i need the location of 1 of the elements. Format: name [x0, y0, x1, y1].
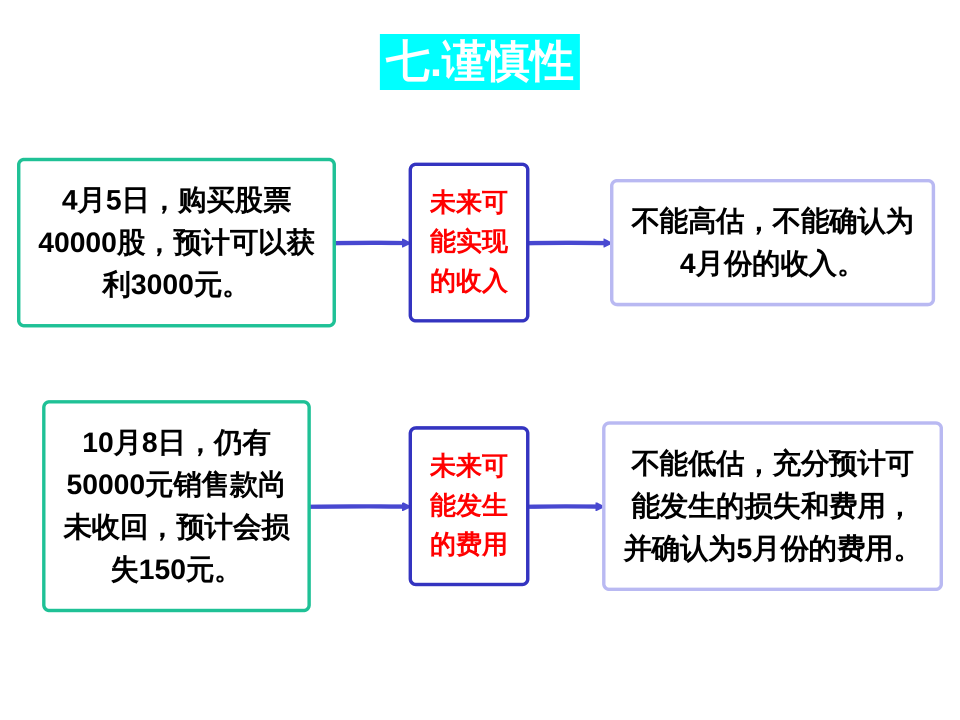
title: 七.谨慎性	[380, 34, 580, 90]
